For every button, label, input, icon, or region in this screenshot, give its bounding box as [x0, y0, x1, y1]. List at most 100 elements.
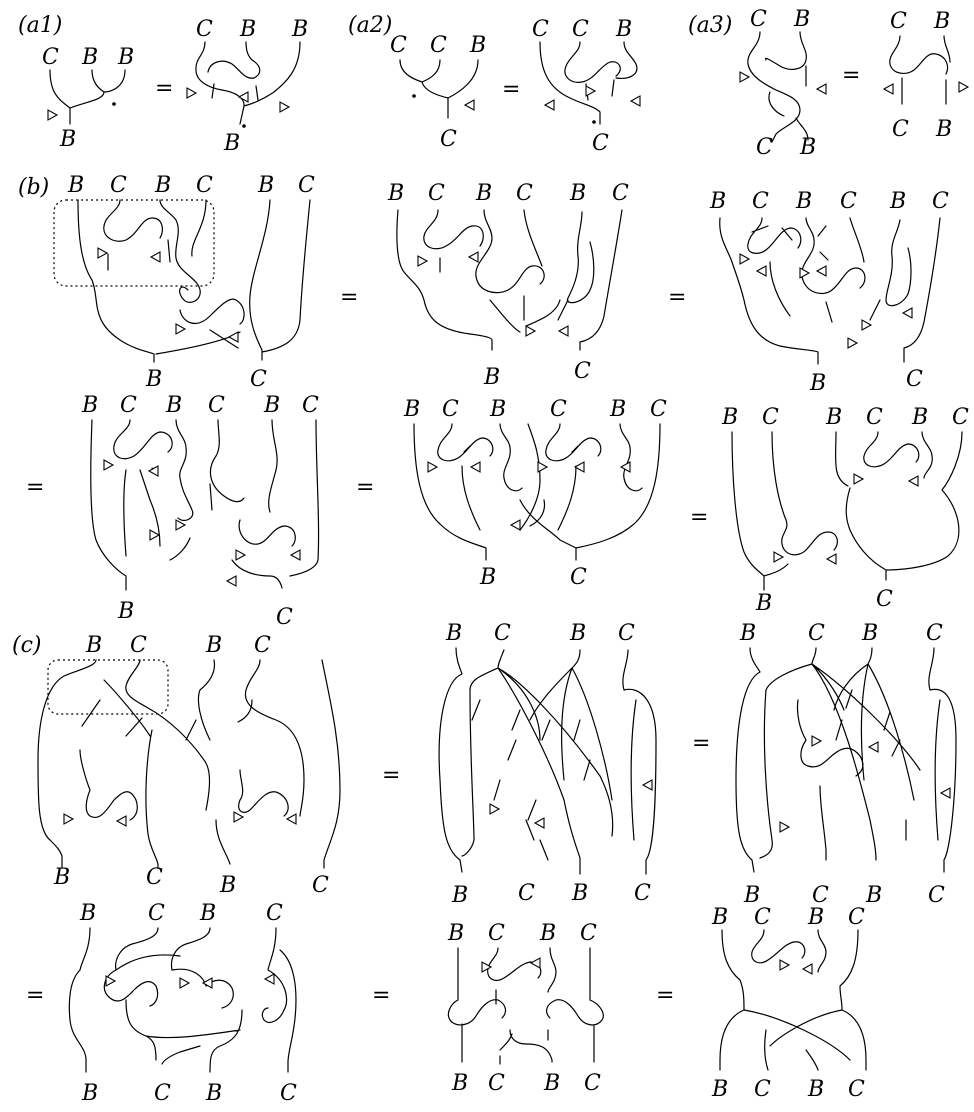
c-equals-sign-2: = [692, 731, 710, 756]
a1-lhs-bottom-label: B [59, 127, 76, 152]
c1-top-label-3: B [205, 633, 222, 658]
b6-top-label-4: C [866, 405, 883, 430]
c5-bottom-label-1: B [451, 1071, 468, 1096]
b6-triangle-marker-3 [774, 552, 783, 562]
b-equals-sign-4: = [356, 475, 374, 500]
b4-top-label-6: C [302, 393, 319, 418]
c-diagram-6: B C B C B C B C [711, 905, 866, 1102]
b5-triangle-marker-1 [428, 462, 437, 472]
c2-bottom-label-2: C [518, 881, 535, 906]
c5-bottom-label-3: B [543, 1071, 560, 1096]
b5-strands [414, 424, 660, 560]
b4-triangle-marker-7 [227, 576, 236, 586]
a1-rhs-triangle-marker-1 [187, 88, 196, 98]
a3-rhs-top-label-1: C [890, 9, 907, 34]
b2-top-label-5: B [569, 181, 586, 206]
b4-triangle-marker-2 [149, 466, 158, 476]
a3-lhs-triangle-marker-1 [740, 72, 749, 82]
b-equals-sign-2: = [668, 285, 686, 310]
b1-top-label-1: B [67, 173, 84, 198]
b-diagram-4: B C B C B C B C [81, 393, 319, 630]
b2-top-label-6: C [612, 181, 629, 206]
c2-bottom-label-4: C [634, 881, 651, 906]
b-diagram-1: B C B C B C B C [54, 173, 315, 392]
a2-rhs-dot [592, 120, 596, 124]
a2-rhs-top-label-3: B [615, 17, 632, 42]
a2-rhs-top-label-1: C [532, 17, 549, 42]
c4-bottom-label-2: C [154, 1081, 171, 1106]
c5-top-label-4: C [580, 921, 597, 946]
b2-bottom-label-2: C [574, 359, 591, 384]
c1-bottom-label-2: C [146, 865, 163, 890]
b2-top-label-4: C [516, 181, 533, 206]
a1-rhs-top-label-2: B [239, 17, 256, 42]
a3-lhs-top-label-1: C [750, 7, 767, 32]
panel-a2: (a2) C C B C = C C B C [348, 13, 640, 156]
c5-top-label-1: B [447, 921, 464, 946]
c4-bottom-label-4: C [280, 1081, 297, 1106]
b2-triangle-marker-1 [418, 256, 427, 266]
c1-strands [38, 660, 340, 868]
c4-strands [69, 928, 296, 1072]
b3-triangle-marker-3 [800, 268, 809, 278]
a1-lhs-top-label-1: C [42, 45, 59, 70]
b4-top-label-4: C [208, 393, 225, 418]
a1-rhs-dot [242, 124, 246, 128]
b5-bottom-label-2: C [570, 565, 587, 590]
a1-rhs-strand [196, 42, 300, 124]
b3-top-label-5: B [889, 189, 906, 214]
b1-triangle-marker-4 [229, 332, 238, 342]
c5-triangle-marker-2 [531, 958, 540, 968]
c1-bottom-label-3: B [219, 873, 236, 898]
c1-triangle-marker-1 [64, 814, 73, 824]
a1-lhs-dot [112, 102, 116, 106]
a3-lhs-triangle-marker-2 [817, 84, 826, 94]
c6-top-label-4: C [848, 905, 865, 930]
b4-top-label-5: B [263, 393, 280, 418]
a2-lhs-top-label-1: C [390, 33, 407, 58]
b6-top-label-3: B [825, 405, 842, 430]
a2-lhs-bottom-label: C [440, 127, 457, 152]
c2-top-label-2: C [494, 621, 511, 646]
b2-triangle-marker-4 [559, 326, 568, 336]
c3-strands [736, 648, 956, 872]
c5-bottom-label-2: C [488, 1071, 505, 1096]
c6-triangle-marker-1 [780, 960, 789, 970]
b6-bottom-label-1: B [755, 591, 772, 616]
c3-bottom-label-3: B [865, 883, 882, 908]
c5-bottom-label-4: C [584, 1071, 601, 1096]
b-equals-sign-3: = [26, 475, 44, 500]
b-diagram-2: B C B C B C B C [387, 181, 629, 390]
a3-rhs-strand [890, 36, 950, 104]
c6-top-label-1: B [711, 905, 728, 930]
b3-triangle-marker-4 [817, 266, 826, 276]
panel-label-a2: (a2) [348, 13, 392, 38]
c-equals-sign-5: = [656, 983, 674, 1008]
b2-bottom-label-1: B [483, 365, 500, 390]
c2-top-label-3: B [569, 621, 586, 646]
c2-triangle-marker-3 [643, 780, 652, 790]
c4-triangle-marker-4 [265, 974, 274, 984]
c-diagram-1: B C B C B C B C [38, 633, 340, 898]
b6-top-label-5: B [911, 405, 928, 430]
c4-bottom-label-1: B [81, 1081, 98, 1106]
c4-triangle-marker-3 [203, 978, 212, 988]
a3-rhs-bottom-label-2: B [935, 117, 952, 142]
a3-lhs-top-label-2: B [793, 7, 810, 32]
b3-triangle-marker-1 [740, 254, 749, 264]
c1-top-label-4: C [254, 633, 271, 658]
c2-top-label-4: C [618, 621, 635, 646]
b4-triangle-marker-4 [176, 520, 185, 530]
c2-triangle-marker-2 [535, 818, 544, 828]
b3-triangle-marker-7 [903, 308, 912, 318]
b2-triangle-marker-2 [469, 252, 478, 262]
c6-bottom-label-3: B [807, 1077, 824, 1102]
a1-rhs-bottom-label: B [223, 131, 240, 156]
c4-triangle-marker-2 [180, 978, 189, 988]
b3-top-label-2: C [752, 189, 769, 214]
c1-bottom-label-1: B [53, 865, 70, 890]
panel-label-b: (b) [18, 175, 49, 200]
b5-triangle-marker-6 [621, 462, 630, 472]
c4-bottom-label-3: B [205, 1081, 222, 1106]
b6-strands [732, 432, 962, 590]
